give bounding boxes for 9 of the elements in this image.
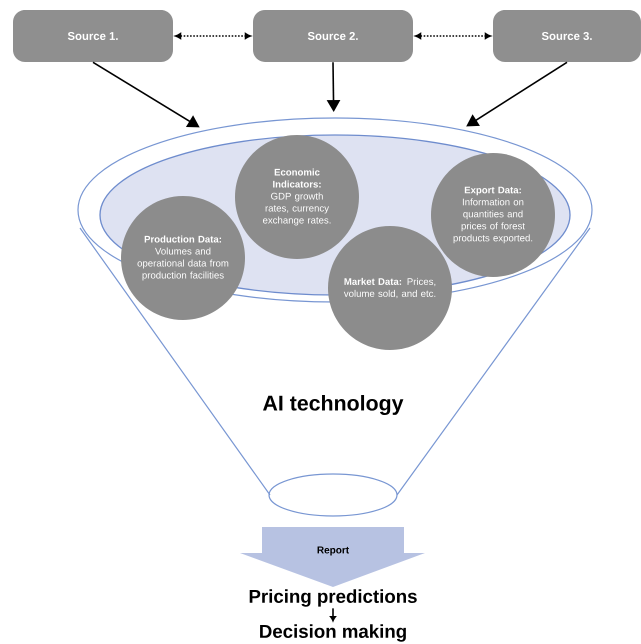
arrow	[330, 608, 336, 622]
arrow	[415, 32, 491, 40]
outcome-text: Pricing predictions	[250, 589, 417, 607]
funnel-label: AI technology	[263, 395, 404, 415]
source-box: Source 1.	[13, 10, 173, 62]
outcome-text: Decision making	[260, 624, 406, 642]
source-box: Source 2.	[253, 10, 413, 62]
arrow	[175, 32, 251, 40]
source-box: Source 3.	[493, 10, 641, 62]
